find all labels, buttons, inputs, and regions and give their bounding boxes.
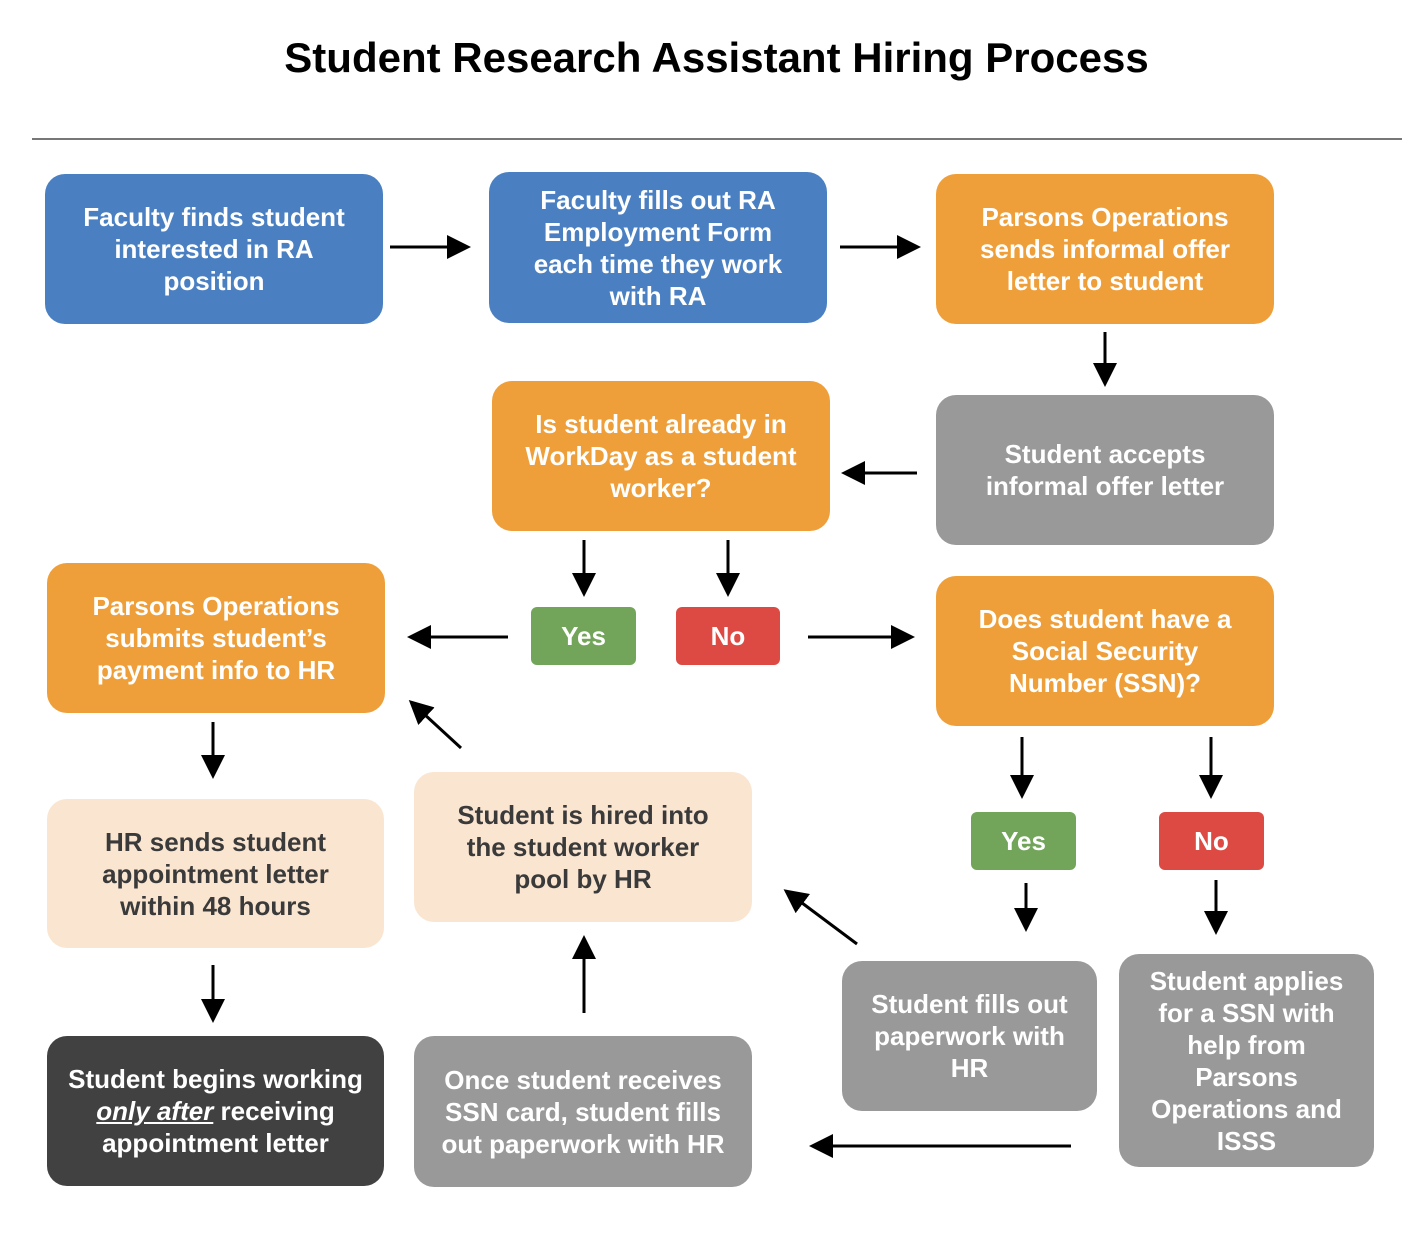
- hired-into-pool-node: Student is hired into the student worker…: [414, 772, 752, 922]
- ops-sends-offer-node: Parsons Operations sends informal offer …: [936, 174, 1274, 324]
- diagram-title: Student Research Assistant Hiring Proces…: [284, 34, 1149, 81]
- ssn-yes-text: Yes: [1001, 826, 1046, 856]
- hr-sends-letter-text: HR sends student appointment letter with…: [102, 826, 329, 921]
- fills-paperwork-node: Student fills out paperwork with HR: [842, 961, 1097, 1111]
- arrow-paperwork-to-pool: [783, 889, 858, 946]
- faculty-fills-form-node: Faculty fills out RA Employment Form eac…: [489, 172, 827, 323]
- in-workday-question-node: Is student already in WorkDay as a stude…: [492, 381, 830, 531]
- applies-ssn-text: Student applies for a SSN with help from…: [1149, 965, 1344, 1156]
- faculty-finds-student-node: Faculty finds student interested in RA p…: [45, 174, 383, 324]
- fills-paperwork-text: Student fills out paperwork with HR: [871, 989, 1068, 1083]
- arrow-pool-to-submits: [408, 699, 463, 750]
- receives-ssn-card-text: Once student receives SSN card, student …: [441, 1064, 725, 1159]
- title-divider: [32, 138, 1402, 140]
- faculty-fills-form-text: Faculty fills out RA Employment Form eac…: [533, 184, 783, 311]
- begins-working-node: Student begins working only after receiv…: [47, 1036, 384, 1186]
- workday-yes-label: Yes: [531, 607, 636, 665]
- ssn-yes-label: Yes: [971, 812, 1076, 870]
- workday-yes-text: Yes: [561, 621, 606, 651]
- begins-working-text: Student begins working only after receiv…: [63, 1063, 368, 1159]
- faculty-finds-student-text: Faculty finds student interested in RA p…: [83, 202, 345, 296]
- begins-working-emphasis: only after: [96, 1096, 214, 1126]
- has-ssn-question-node: Does student have a Social Security Numb…: [936, 576, 1274, 726]
- student-accepts-offer-node: Student accepts informal offer letter: [936, 395, 1274, 545]
- in-workday-question-text: Is student already in WorkDay as a stude…: [525, 409, 797, 503]
- hired-into-pool-text: Student is hired into the student worker…: [457, 800, 709, 894]
- student-accepts-offer-text: Student accepts informal offer letter: [985, 439, 1225, 501]
- ssn-no-text: No: [1194, 826, 1229, 856]
- ops-submits-payment-text: Parsons Operations submits student’s pay…: [92, 591, 340, 685]
- hr-sends-letter-node: HR sends student appointment letter with…: [47, 799, 384, 948]
- has-ssn-question-text: Does student have a Social Security Numb…: [978, 604, 1232, 698]
- ssn-no-label: No: [1159, 812, 1264, 870]
- ops-submits-payment-node: Parsons Operations submits student’s pay…: [47, 563, 385, 713]
- begins-working-prefix: Student begins working: [68, 1064, 363, 1094]
- begins-working-suffix: receiving appointment letter: [102, 1096, 335, 1158]
- workday-no-text: No: [710, 621, 746, 651]
- applies-ssn-node: Student applies for a SSN with help from…: [1119, 954, 1374, 1167]
- workday-no-label: No: [676, 607, 780, 665]
- receives-ssn-card-node: Once student receives SSN card, student …: [414, 1036, 752, 1187]
- ops-sends-offer-text: Parsons Operations sends informal offer …: [980, 202, 1230, 296]
